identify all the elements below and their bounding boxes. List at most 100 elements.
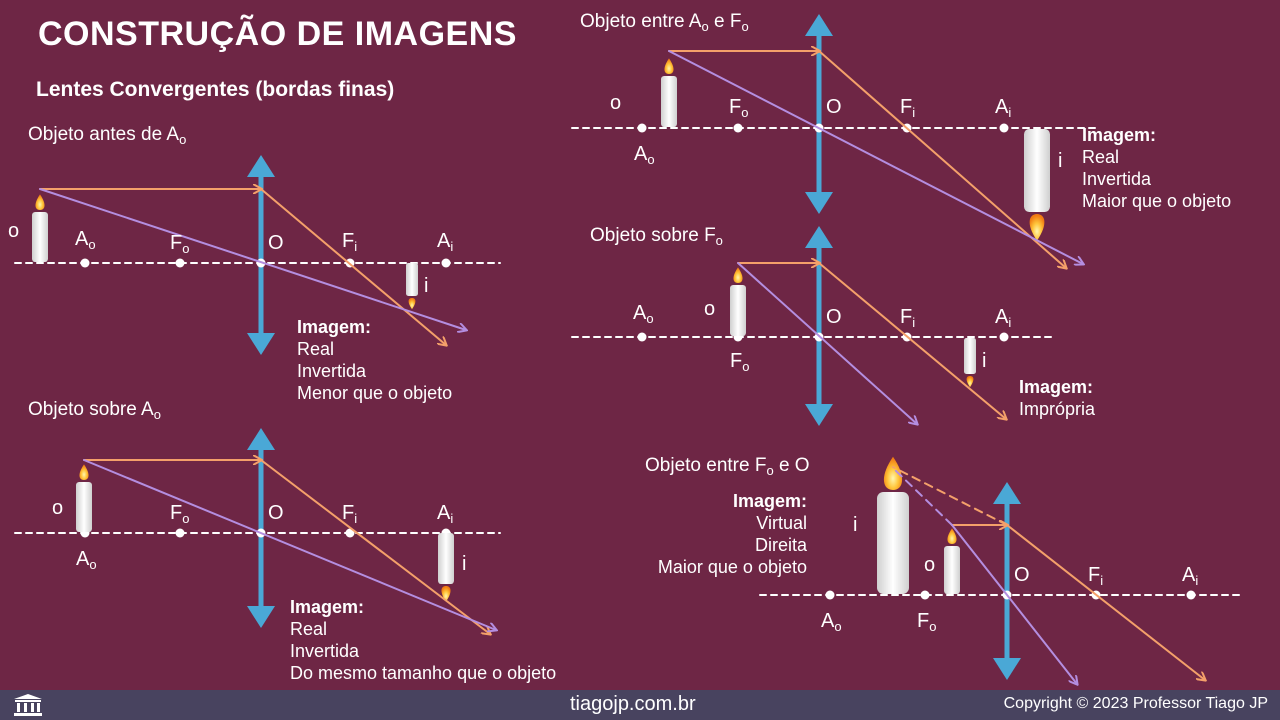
image-heading: Imagem:	[1019, 377, 1094, 397]
ray-refracted	[260, 459, 490, 634]
case-title-subscript: o	[766, 463, 774, 478]
axis-point-label: Fo	[729, 96, 748, 120]
object-image-letter: o	[924, 554, 936, 576]
point-letter: F	[729, 96, 742, 118]
flame-icon	[883, 456, 903, 490]
axis-point-label: Ao	[821, 610, 842, 634]
ray-through-center	[737, 262, 917, 424]
point-subscript: o	[647, 152, 655, 167]
object-image-letter: i	[462, 553, 467, 575]
axis-point-dot	[1186, 590, 1196, 600]
image-heading: Imagem:	[297, 317, 372, 337]
axis-point-dot	[637, 123, 647, 133]
flame-icon	[733, 267, 743, 283]
point-subscript: i	[450, 239, 454, 254]
axis-point-dot	[345, 528, 355, 538]
axis-point-dot	[825, 590, 835, 600]
object-candle	[730, 285, 746, 336]
flame-icon	[79, 464, 89, 480]
point-letter: A	[821, 610, 835, 632]
image-candle	[1024, 129, 1050, 212]
object-image-letter: i	[853, 514, 858, 536]
image-property-line: Real	[1082, 147, 1120, 167]
axis-point-dot	[920, 590, 930, 600]
case-title-text: Objeto antes de A	[28, 124, 180, 145]
case-title-subscript: o	[153, 407, 161, 422]
ray-refracted	[818, 262, 1006, 419]
point-subscript: o	[88, 237, 96, 252]
axis-point-label: Ai	[995, 306, 1011, 330]
object-image-letter: o	[52, 497, 64, 519]
case-title: Objeto antes de Ao	[28, 124, 187, 147]
axis-point-label: Fi	[342, 502, 357, 526]
axis-point-label: Ai	[995, 96, 1011, 120]
axis-point-label: Fi	[342, 230, 357, 254]
ray-refracted	[260, 188, 446, 345]
point-subscript: o	[741, 105, 749, 120]
case-title-text: e F	[708, 11, 742, 32]
image-property-line: Direita	[754, 535, 807, 555]
point-subscript: o	[646, 311, 654, 326]
point-letter: O	[826, 306, 842, 328]
object-image-letter: i	[424, 275, 429, 297]
case-title-subscript: o	[715, 233, 723, 248]
image-property-line: Menor que o objeto	[297, 383, 453, 403]
flame-icon	[664, 58, 674, 74]
axis-point-label: Ao	[634, 143, 655, 167]
flame-icon	[35, 194, 45, 210]
case-title-subscript: o	[179, 132, 187, 147]
lens-arrow-up-icon	[247, 428, 275, 450]
point-subscript: i	[912, 105, 916, 120]
point-letter: A	[634, 143, 648, 165]
point-letter: F	[342, 230, 355, 252]
point-letter: F	[917, 610, 930, 632]
point-letter: A	[633, 302, 647, 324]
point-letter: F	[900, 96, 913, 118]
point-subscript: i	[450, 511, 454, 526]
image-heading: Imagem:	[290, 597, 365, 617]
ray-refracted	[818, 50, 1066, 268]
page-subtitle: Lentes Convergentes (bordas finas)	[36, 78, 395, 101]
lens-arrow-down-icon	[993, 658, 1021, 680]
axis-point-label: Ao	[633, 302, 654, 326]
axis-point-label: O	[268, 232, 284, 254]
image-candle	[964, 338, 976, 374]
axis-point-label: Ai	[1182, 564, 1198, 588]
point-letter: F	[170, 502, 183, 524]
point-letter: A	[76, 548, 90, 570]
case-title-text: e O	[773, 455, 810, 476]
temple-columns-icon	[14, 694, 42, 716]
image-property-line: Maior que o objeto	[1082, 191, 1232, 211]
point-subscript: o	[742, 359, 750, 374]
lens-arrow-up-icon	[805, 14, 833, 36]
image-property-line: Maior que o objeto	[657, 557, 807, 577]
ray-through-center	[83, 459, 496, 630]
point-subscript: i	[1008, 105, 1012, 120]
axis-point-label: Fo	[170, 232, 189, 256]
image-property-line: Real	[297, 339, 335, 359]
point-letter: A	[437, 230, 451, 252]
point-letter: F	[730, 350, 743, 372]
point-subscript: o	[929, 619, 937, 634]
case-title-text: Objeto sobre F	[590, 225, 716, 246]
footer-site[interactable]: tiagojp.com.br	[570, 693, 696, 715]
point-subscript: i	[912, 315, 916, 330]
object-image-letter: i	[982, 350, 987, 372]
point-subscript: o	[834, 619, 842, 634]
axis-point-label: Fo	[170, 502, 189, 526]
axis-point-label: Fi	[1088, 564, 1103, 588]
image-property-line: Invertida	[290, 641, 360, 661]
lens-arrow-down-icon	[805, 404, 833, 426]
object-candle	[32, 212, 48, 262]
point-letter: F	[170, 232, 183, 254]
case-title-text: Objeto sobre A	[28, 399, 154, 420]
point-subscript: o	[89, 557, 97, 572]
virtual-ray-extension	[892, 466, 1008, 526]
image-candle	[406, 263, 418, 296]
axis-point-dot	[733, 123, 743, 133]
ray-through-center	[951, 524, 1077, 684]
lens-arrow-up-icon	[993, 482, 1021, 504]
axis-point-dot	[999, 332, 1009, 342]
lens-arrow-up-icon	[805, 226, 833, 248]
